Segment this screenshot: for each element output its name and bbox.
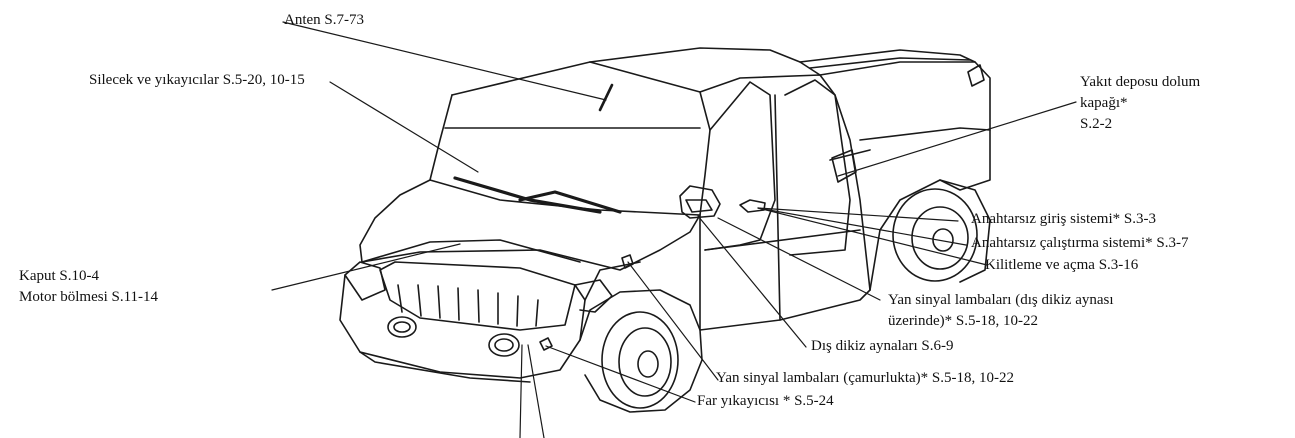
label-dis-dikiz: Dış dikiz aynaları S.6-9 bbox=[811, 336, 953, 357]
label-anahtarsiz-calistirma: Anahtarsız çalıştırma sistemi* S.3-7 bbox=[971, 233, 1188, 254]
label-yan-sinyal-camurluk: Yan sinyal lambaları (çamurlukta)* S.5-1… bbox=[716, 368, 1014, 389]
label-far-yikayici: Far yıkayıcısı * S.5-24 bbox=[697, 391, 834, 412]
antenna bbox=[600, 85, 612, 110]
label-kilitleme: Kilitleme ve açma S.3-16 bbox=[985, 255, 1138, 276]
truck-body bbox=[340, 48, 990, 412]
wiper-left bbox=[455, 178, 600, 212]
label-anahtarsiz-giris: Anahtarsız giriş sistemi* S.3-3 bbox=[971, 209, 1156, 230]
label-yakit-deposu: Yakıt deposu dolum kapağı* S.2-2 bbox=[1080, 72, 1200, 135]
label-kaput-motor: Kaput S.10-4 Motor bölmesi S.11-14 bbox=[19, 266, 158, 308]
label-yan-sinyal-ayna: Yan sinyal lambaları (dış dikiz aynası ü… bbox=[888, 290, 1114, 332]
label-anten: Anten S.7-73 bbox=[284, 10, 364, 31]
label-silecek: Silecek ve yıkayıcılar S.5-20, 10-15 bbox=[89, 70, 305, 91]
